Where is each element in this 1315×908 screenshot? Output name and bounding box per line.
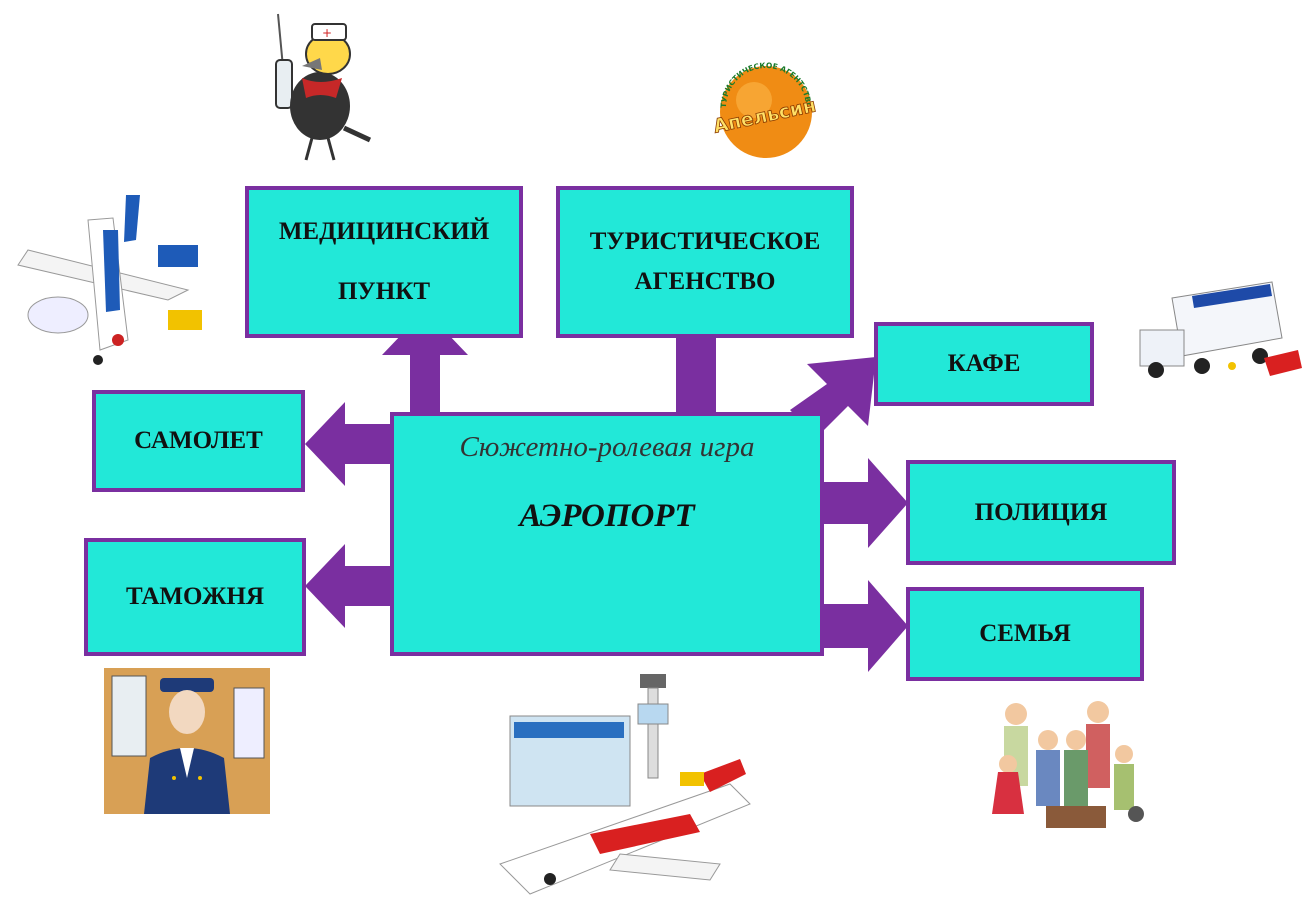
box-family: СЕМЬЯ [906, 587, 1144, 681]
orange-logo: ТУРИСТИЧЕСКОЕ АГЕНТСТВО Апельсин [708, 42, 820, 164]
arrow-to-tourist [676, 336, 716, 414]
arrow-to-plane [305, 402, 393, 486]
box-plane: САМОЛЕТ [92, 390, 305, 492]
arrow-to-police [822, 458, 908, 548]
box-medical-label: МЕДИЦИНСКИЙ ПУНКТ [278, 218, 490, 305]
box-medical: МЕДИЦИНСКИЙ ПУНКТ [245, 186, 523, 338]
box-police-label: ПОЛИЦИЯ [974, 498, 1108, 526]
svg-text:+: + [322, 26, 332, 40]
center-subtitle: Сюжетно-ролевая игра [459, 431, 755, 463]
box-tourist: ТУРИСТИЧЕСКОЕ АГЕНСТВО [556, 186, 854, 338]
arrow-to-customs [305, 544, 393, 628]
nurse-bird-illustration: + [262, 8, 380, 168]
lego-plane-illustration [8, 190, 218, 380]
box-plane-label: САМОЛЕТ [134, 427, 263, 454]
box-tourist-label: ТУРИСТИЧЕСКОЕ АГЕНСТВО [589, 228, 821, 295]
police-truck-illustration [1132, 268, 1304, 400]
center-box-airport: Сюжетно-ролевая игра АЭРОПОРТ [390, 412, 824, 656]
family-illustration [986, 694, 1148, 840]
box-family-label: СЕМЬЯ [979, 620, 1071, 647]
box-police: ПОЛИЦИЯ [906, 460, 1176, 565]
box-cafe-label: КАФЕ [947, 350, 1021, 377]
box-customs-label: ТАМОЖНЯ [125, 583, 265, 610]
lego-airport-illustration [490, 664, 766, 904]
arrow-to-family [822, 580, 908, 672]
box-customs: ТАМОЖНЯ [84, 538, 306, 656]
box-cafe: КАФЕ [874, 322, 1094, 406]
customs-officer-illustration [104, 668, 270, 814]
center-title: АЭРОПОРТ [519, 497, 695, 534]
